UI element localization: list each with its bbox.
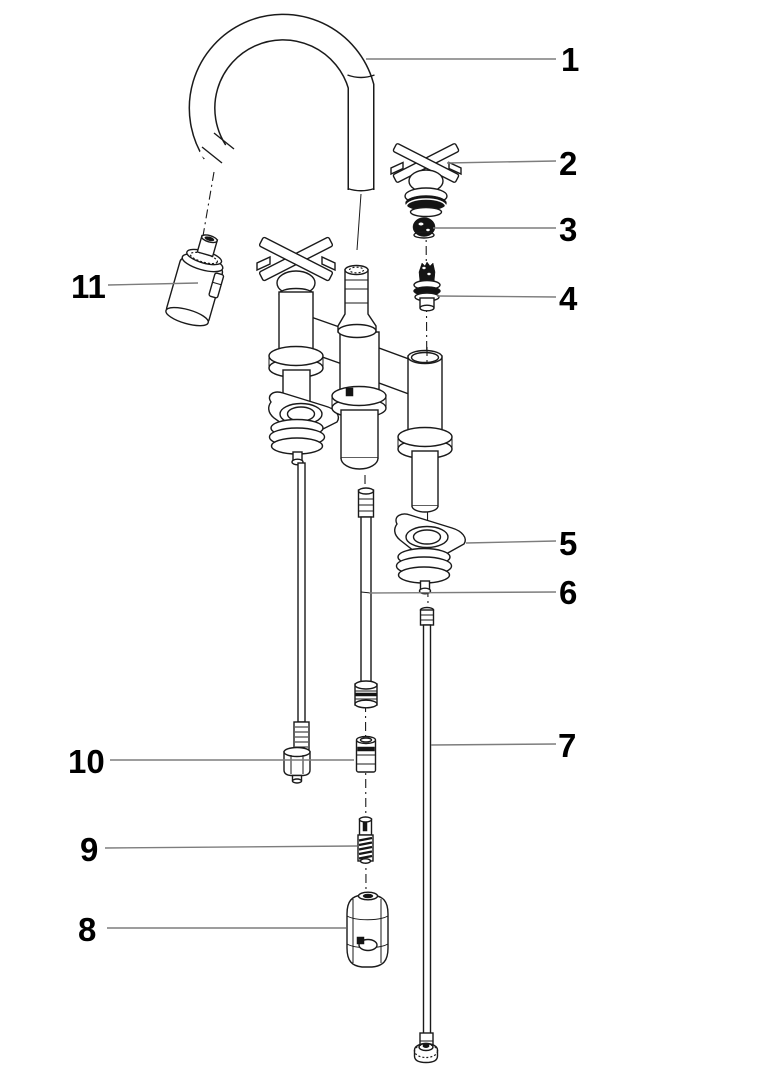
callout-3-label: 3: [559, 211, 577, 248]
callout-2-label: 2: [559, 145, 577, 182]
center-spout-column: [331, 264, 387, 470]
left-handle-column: [256, 236, 340, 466]
part-2-cross-handle: [390, 143, 462, 218]
part-11-spray-head: [165, 234, 225, 327]
part-8-hose-weight: [346, 891, 389, 968]
callout-9-label: 9: [80, 831, 98, 868]
part-1-gooseneck-spout: [188, 13, 375, 251]
part-5-mounting-bracket: [394, 513, 466, 595]
part-4-valve-cartridge: [413, 261, 441, 312]
part-9-hose-adapter: [357, 816, 374, 864]
callout-4-label: 4: [559, 280, 578, 317]
left-mounting-nut: [268, 418, 326, 466]
part-6-supply-tube: [354, 487, 378, 709]
callout-7-label: 7: [558, 727, 576, 764]
right-valve-column: [397, 347, 453, 513]
callout-10-label: 10: [68, 743, 105, 780]
left-cross-handle: [256, 236, 336, 301]
leader-lines: [104, 58, 557, 929]
callout-6-label: 6: [559, 574, 577, 611]
part-3-bonnet-nut: [412, 217, 436, 239]
callout-11-label: 11: [71, 268, 106, 305]
callout-8-label: 8: [78, 911, 96, 948]
callout-1-label: 1: [561, 41, 579, 78]
part-5-mounting-nut: [395, 547, 453, 595]
part-10-quick-connect-coupler: [355, 735, 377, 773]
left-supply-hose: [283, 462, 311, 784]
callout-labels: 1 2 3 4 5 6 7 8 9 10 11: [68, 41, 579, 948]
callout-5-label: 5: [559, 525, 577, 562]
spout-receiver: [337, 264, 377, 339]
part-7-spray-hose: [413, 606, 439, 1064]
